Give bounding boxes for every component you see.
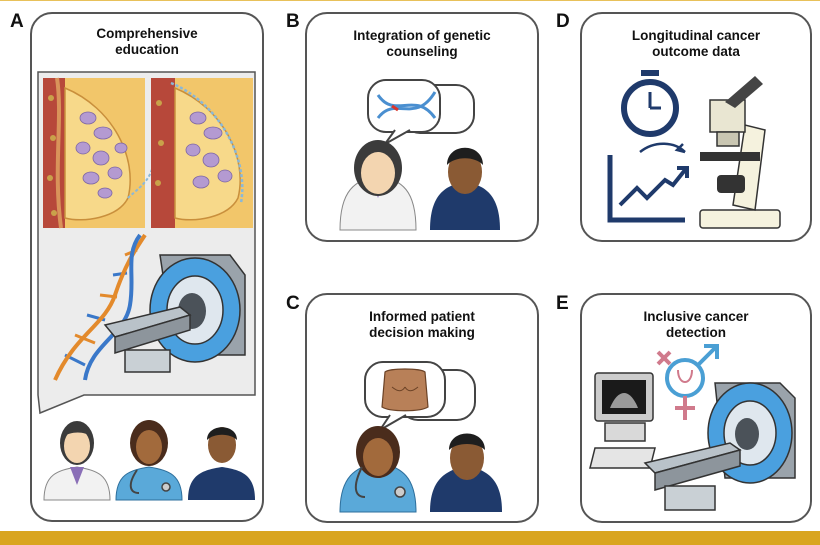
panel-e-title-line2: detection (665, 325, 726, 340)
panel-e-letter: E (556, 293, 569, 314)
torso-icon (381, 368, 429, 412)
panel-e-illustration (589, 344, 796, 511)
mri-scanner-icon (643, 382, 796, 511)
panel-d-title-line1: Longitudinal cancer (631, 28, 761, 43)
panel-d: Longitudinal cancer outcome data (580, 12, 812, 242)
stopwatch-icon (621, 70, 679, 137)
panel-b-title: Integration of genetic counseling (307, 28, 537, 60)
panel-d-illustration (607, 70, 781, 229)
nurse-icon (115, 420, 183, 501)
panel-a-letter: A (10, 11, 24, 32)
panel-a-people (43, 420, 255, 501)
panel-d-letter: D (556, 11, 570, 32)
nurse-icon (339, 426, 417, 513)
panel-d-title-line2: outcome data (652, 44, 740, 59)
dna-helix-icon (376, 91, 437, 119)
panel-b-title-line1: Integration of genetic (353, 28, 491, 43)
panel-a-title-line1: Comprehensive (96, 26, 198, 41)
panel-c-title-line2: decision making (369, 325, 475, 340)
mri-scanner-icon (103, 254, 246, 373)
ultrasound-monitor-icon (589, 372, 656, 469)
doctor-icon (339, 140, 417, 231)
panel-d-title: Longitudinal cancer outcome data (582, 28, 810, 60)
breast-anatomy-icon (43, 77, 253, 229)
dna-helix-icon (53, 233, 147, 381)
patient-icon (430, 147, 500, 230)
panel-e-title: Inclusive cancer detection (582, 309, 810, 341)
panel-c-title-line1: Informed patient (369, 309, 475, 324)
footer-accent-bar (0, 531, 820, 545)
panel-e-title-line1: Inclusive cancer (643, 309, 749, 324)
panel-b-title-line2: counseling (386, 44, 458, 59)
gender-symbols-icon (656, 344, 719, 420)
top-rule (0, 0, 820, 1)
patient-icon (430, 433, 502, 512)
panel-b-illustration (339, 79, 500, 231)
doctor-icon (43, 421, 111, 501)
microscope-icon (699, 76, 781, 229)
panel-c-letter: C (286, 293, 300, 314)
panel-a-title: Comprehensive education (32, 26, 262, 58)
panel-c-illustration (339, 361, 502, 513)
panel-b-letter: B (286, 11, 300, 32)
growth-chart-icon (607, 155, 689, 223)
panel-a-title-line2: education (115, 42, 179, 57)
panel-c-title: Informed patient decision making (307, 309, 537, 341)
patient-icon (188, 427, 255, 500)
